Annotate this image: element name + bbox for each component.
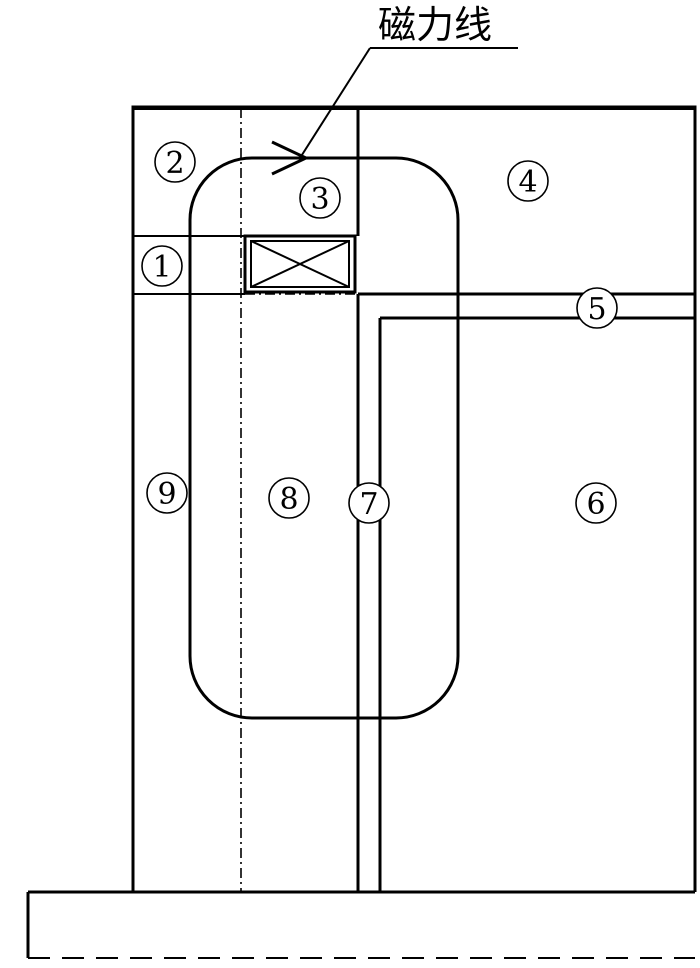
label-3: 3 xyxy=(299,177,341,219)
svg-text:5: 5 xyxy=(587,292,606,327)
label-5: 5 xyxy=(576,287,618,329)
svg-text:9: 9 xyxy=(157,477,176,512)
coil-winding xyxy=(243,234,357,294)
svg-text:7: 7 xyxy=(359,487,378,522)
label-9: 9 xyxy=(146,472,188,514)
magnetic-flux-loop xyxy=(188,156,460,720)
label-1: 1 xyxy=(141,245,183,287)
svg-text:3: 3 xyxy=(310,182,329,217)
label-8: 8 xyxy=(268,477,310,519)
svg-text:1: 1 xyxy=(152,250,171,285)
base-plate xyxy=(26,890,695,959)
svg-text:6: 6 xyxy=(586,487,605,522)
label-7: 7 xyxy=(348,482,390,524)
label-2: 2 xyxy=(154,141,196,183)
svg-text:4: 4 xyxy=(518,165,537,200)
svg-text:2: 2 xyxy=(165,146,184,181)
svg-text:8: 8 xyxy=(279,482,298,517)
label-4: 4 xyxy=(507,160,549,202)
title-leader-line xyxy=(299,47,371,159)
structure-outline xyxy=(131,105,697,892)
diagram-title: 磁力线 xyxy=(378,3,492,47)
flux-direction-arrow-icon xyxy=(271,140,310,176)
label-6: 6 xyxy=(575,482,617,524)
